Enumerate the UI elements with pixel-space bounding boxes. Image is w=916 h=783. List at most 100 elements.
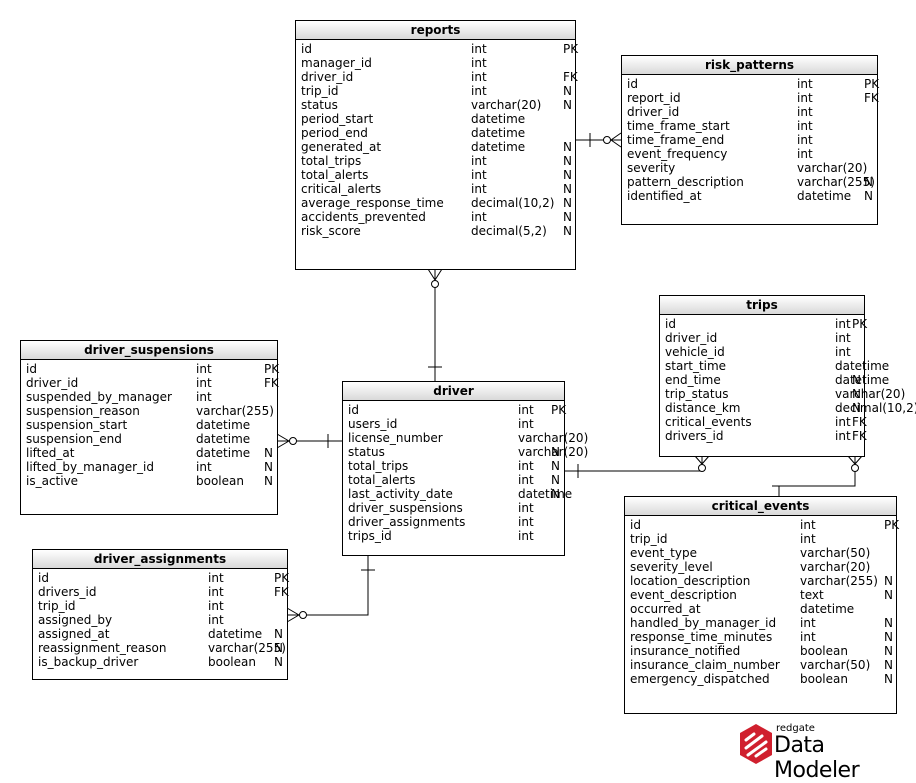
column-name: response_time_minutes xyxy=(630,630,773,644)
column-type: int xyxy=(196,376,212,390)
column-type: int xyxy=(800,630,816,644)
column-name: end_time xyxy=(665,373,721,387)
column-flag: N xyxy=(264,460,273,474)
column-name: id xyxy=(627,77,638,91)
column-type: datetime xyxy=(835,373,890,387)
column-name: reassignment_reason xyxy=(38,641,167,655)
column-name: time_frame_start xyxy=(627,119,730,133)
column-type: int xyxy=(208,599,224,613)
column-flag: N xyxy=(551,459,560,473)
column-flag: N xyxy=(852,401,861,415)
column-type: varchar(50) xyxy=(800,658,871,672)
entity-title: driver_assignments xyxy=(33,550,287,569)
column-name: driver_id xyxy=(301,70,354,84)
column-flag: PK xyxy=(563,42,579,56)
entity-title: reports xyxy=(296,21,575,40)
column-flag: N xyxy=(864,175,873,189)
column-flag: PK xyxy=(852,317,868,331)
column-flag: PK xyxy=(264,362,280,376)
column-name: driver_id xyxy=(627,105,680,119)
column-name: severity xyxy=(627,161,676,175)
